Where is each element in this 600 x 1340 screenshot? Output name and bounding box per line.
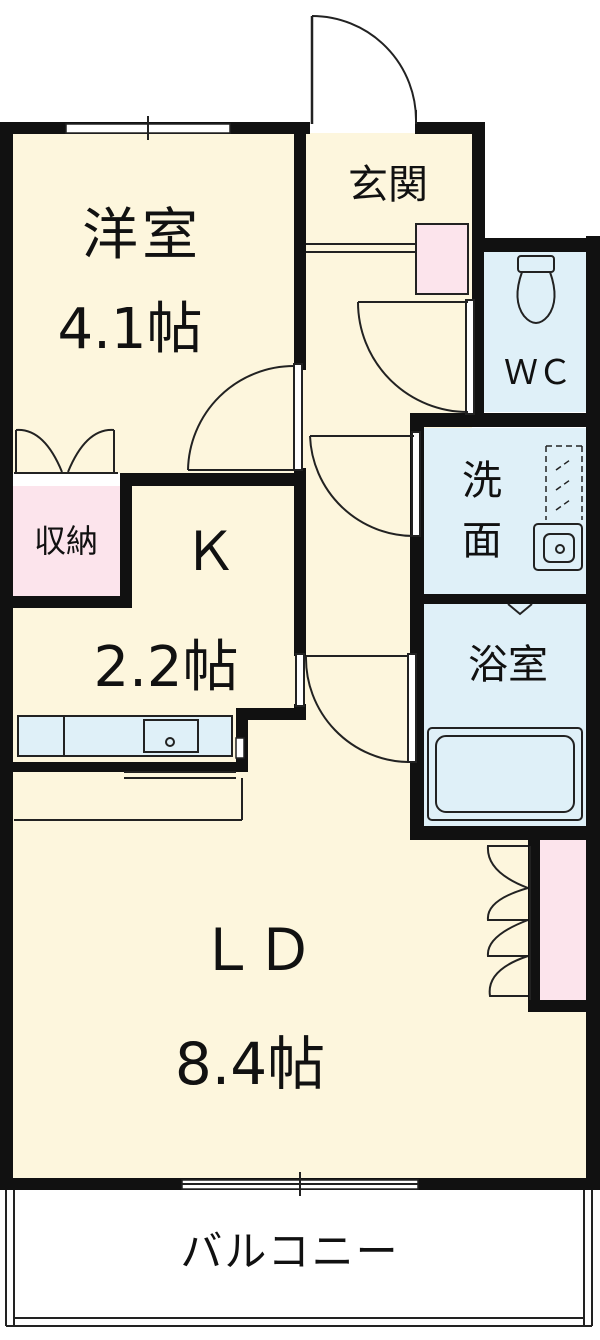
wash-basin-inner bbox=[543, 533, 575, 563]
western-door-swing bbox=[187, 365, 295, 471]
kitchen-counter-end bbox=[235, 737, 245, 759]
wall-wc-bottom bbox=[410, 413, 600, 427]
shoe-box bbox=[415, 223, 469, 295]
doors bbox=[187, 15, 475, 763]
ld-closet-fold-2 bbox=[486, 887, 529, 921]
western-room-size: 4.1帖 bbox=[57, 297, 202, 362]
toilet-tank bbox=[517, 255, 555, 273]
ld-closet-fold-3 bbox=[486, 919, 529, 957]
wall-closet-bottom bbox=[528, 1000, 600, 1012]
windows bbox=[65, 116, 419, 1196]
western-door-leaf bbox=[293, 363, 303, 471]
floor-fills bbox=[12, 133, 588, 1178]
ld-size: 8.4帖 bbox=[175, 1030, 325, 1098]
bathtub-inner bbox=[435, 735, 575, 813]
washroom-floor bbox=[424, 428, 588, 596]
balcony-name: バルコニー bbox=[180, 1227, 399, 1276]
kitchen-name: Ｋ bbox=[183, 520, 237, 583]
wash-door-swing bbox=[309, 435, 415, 537]
wash-basin-drain bbox=[555, 544, 565, 554]
ld-closet-floor bbox=[540, 840, 586, 1000]
wall-western-right-low bbox=[294, 468, 306, 486]
wall-top-right bbox=[415, 122, 485, 134]
ld-closet-fold-4 bbox=[488, 955, 529, 997]
washroom-name-2: 面 bbox=[462, 518, 502, 564]
wc-name: ＷＣ bbox=[504, 353, 572, 393]
toilet-bowl bbox=[516, 271, 556, 324]
ld-door-leaf bbox=[407, 653, 417, 763]
kitchen-door-leaf bbox=[295, 653, 305, 707]
wall-entrance-right bbox=[472, 122, 485, 250]
washroom-name-1: 洗 bbox=[462, 458, 502, 504]
wall-storage-bottom bbox=[0, 596, 132, 608]
bathtub bbox=[427, 727, 583, 821]
ld-name: ＬＤ bbox=[198, 916, 314, 984]
wall-left bbox=[0, 122, 13, 1190]
wall-western-right bbox=[294, 122, 306, 370]
ld-floor-upper bbox=[240, 716, 415, 776]
storage-floor bbox=[12, 486, 120, 596]
western-closet-fold-1 bbox=[15, 428, 63, 473]
fixtures bbox=[14, 255, 583, 821]
kitchen-sink-drain bbox=[165, 737, 175, 747]
wc-door-leaf bbox=[465, 299, 475, 415]
entrance-name: 玄関 bbox=[348, 162, 428, 208]
ld-door-swing bbox=[304, 655, 409, 763]
wall-wc-top bbox=[472, 238, 600, 252]
western-closet-fold-2 bbox=[67, 428, 115, 473]
kitchen-counter bbox=[17, 715, 233, 757]
kitchen-sink bbox=[143, 719, 199, 753]
wall-wash-bath bbox=[424, 594, 586, 604]
wall-bath-bottom bbox=[410, 826, 600, 840]
wall-kitchen-step bbox=[236, 708, 306, 720]
wash-door-leaf bbox=[411, 431, 421, 537]
closet-doors bbox=[14, 428, 531, 1000]
front-door-swing bbox=[311, 15, 418, 123]
wall-storage-right bbox=[120, 473, 132, 607]
bath-vent-marker bbox=[507, 603, 533, 616]
western-room-floor bbox=[12, 133, 300, 473]
wall-kitchen-bottom bbox=[12, 762, 248, 772]
wc-door-swing bbox=[357, 301, 469, 413]
ld-closet-fold-1 bbox=[486, 845, 529, 889]
western-room-name: 洋室 bbox=[82, 203, 202, 268]
room-labels: 洋室 4.1帖 玄関 ＷＣ 収納 Ｋ 2.2帖 洗 面 浴室 ＬＤ 8.4帖 バ… bbox=[34, 162, 572, 1276]
kitchen-size: 2.2帖 bbox=[93, 635, 238, 700]
wall-right-lower bbox=[586, 236, 600, 1190]
bathroom-floor bbox=[424, 604, 588, 826]
wall-kitchen-right bbox=[294, 486, 306, 656]
bathroom-name: 浴室 bbox=[468, 642, 548, 688]
wall-western-bottom bbox=[120, 473, 306, 486]
storage-name: 収納 bbox=[34, 522, 98, 560]
wash-basin bbox=[533, 523, 583, 571]
wc-floor bbox=[484, 252, 588, 412]
balcony bbox=[5, 1190, 593, 1327]
